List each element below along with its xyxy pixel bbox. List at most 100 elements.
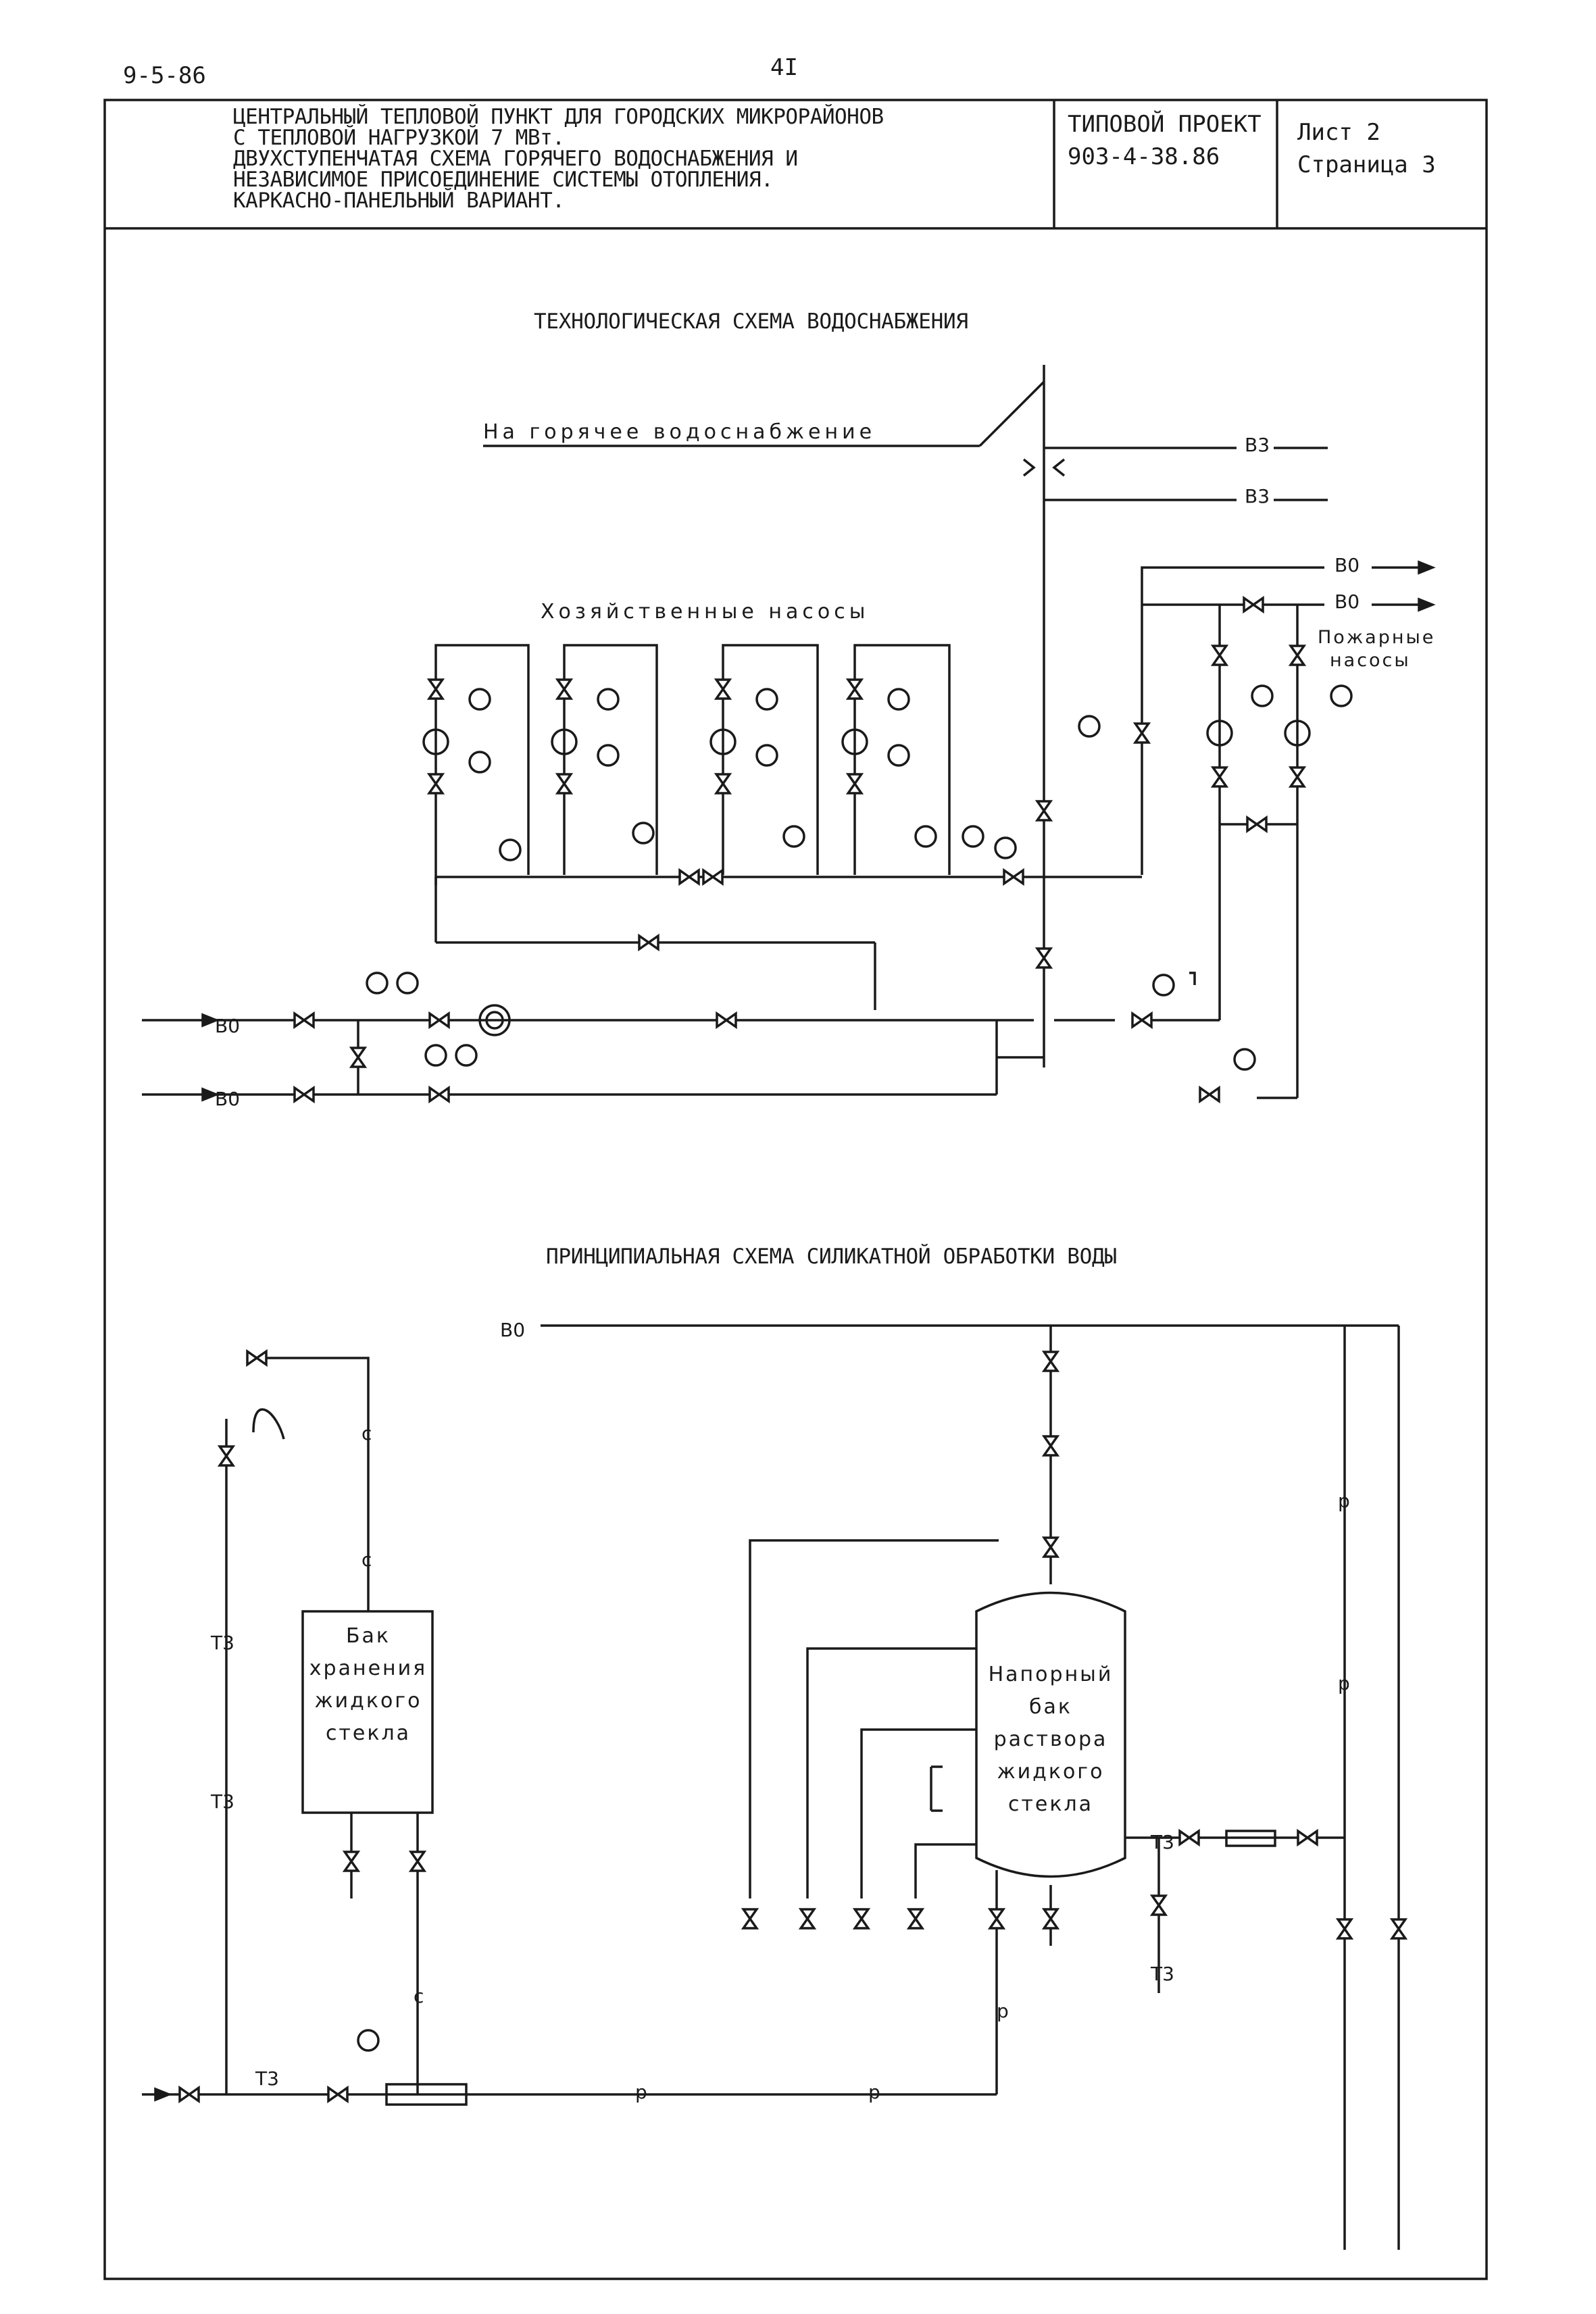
gauge-icon bbox=[424, 1044, 447, 1067]
flow-arrow bbox=[1418, 597, 1436, 612]
pump-group bbox=[422, 644, 951, 885]
valve-icon bbox=[702, 867, 724, 886]
pipe bbox=[860, 1728, 976, 1898]
gauge-icon bbox=[468, 751, 491, 774]
valve-icon bbox=[678, 867, 700, 886]
valve-icon bbox=[555, 773, 574, 795]
line-code-t3: Т3 bbox=[211, 1632, 234, 1654]
title-line: НЕЗАВИСИМОЕ ПРИСОЕДИНЕНИЕ СИСТЕМЫ ОТОПЛЕ… bbox=[233, 168, 774, 192]
valve-icon bbox=[1149, 1894, 1168, 1916]
valve-icon bbox=[1178, 1828, 1200, 1847]
valve-icon bbox=[178, 2085, 200, 2104]
project-cell: ТИПОВОЙ ПРОЕКТ 903-4-38.86 bbox=[1068, 108, 1262, 173]
gauge-icon bbox=[632, 822, 655, 845]
line-code-t3: Т3 bbox=[1151, 1831, 1174, 1853]
pump-icon bbox=[709, 728, 737, 755]
title-line: ДВУХСТУПЕНЧАТАЯ СХЕМА ГОРЯЧЕГО ВОДОСНАБЖ… bbox=[233, 147, 798, 171]
sampler bbox=[1189, 972, 1196, 985]
valve-icon bbox=[555, 678, 574, 700]
tank-text-line: жидкого bbox=[997, 1760, 1105, 1784]
hose-icon bbox=[252, 1408, 285, 1440]
valve-icon bbox=[1246, 815, 1268, 834]
tank-text-line: Напорный bbox=[988, 1663, 1114, 1686]
valve-icon bbox=[1210, 766, 1229, 788]
gauge-icon bbox=[782, 825, 805, 848]
tank-text-line: раствора bbox=[993, 1728, 1108, 1751]
fire-pumps-label: Пожарные bbox=[1318, 627, 1436, 648]
gauge-icon bbox=[455, 1044, 478, 1067]
valve-icon bbox=[1041, 1908, 1060, 1930]
valve-icon bbox=[428, 1011, 450, 1030]
gauge-icon bbox=[396, 972, 419, 995]
valve-icon bbox=[1199, 1085, 1220, 1104]
gauge-icon bbox=[755, 688, 778, 711]
pump-loop bbox=[722, 644, 819, 875]
line-code-t3: Т3 bbox=[211, 1790, 234, 1813]
valve-icon bbox=[1288, 645, 1307, 666]
gauge-icon bbox=[468, 688, 491, 711]
valve-icon bbox=[327, 2085, 349, 2104]
valve-icon bbox=[246, 1349, 268, 1367]
gauge-icon bbox=[887, 744, 910, 767]
line-code-t3: Т3 bbox=[255, 2067, 279, 2090]
tank-text-line: бак bbox=[1028, 1695, 1072, 1719]
valve-icon bbox=[741, 1908, 759, 1930]
pipe-c bbox=[267, 1357, 370, 1611]
valve-icon bbox=[426, 773, 445, 795]
b0-label: В0 bbox=[1335, 590, 1360, 613]
sheet-frame bbox=[103, 99, 1488, 2280]
valve-icon bbox=[845, 678, 864, 700]
project-label: ТИПОВОЙ ПРОЕКТ bbox=[1068, 111, 1262, 138]
valve-icon bbox=[716, 1011, 737, 1030]
b0-label: В0 bbox=[1335, 554, 1360, 576]
gauge-icon bbox=[366, 972, 389, 995]
valve-icon bbox=[714, 678, 732, 700]
pump-icon bbox=[841, 728, 868, 755]
meter-icon bbox=[478, 1004, 511, 1036]
pump-loop bbox=[563, 644, 658, 875]
flow-arrow bbox=[1418, 560, 1436, 575]
pump-icon bbox=[1206, 720, 1233, 747]
storage-tank bbox=[301, 1610, 434, 1814]
valve-icon bbox=[1210, 645, 1229, 666]
gauge-icon bbox=[357, 2029, 380, 2052]
b3-label: В3 bbox=[1245, 485, 1270, 507]
gauge-icon bbox=[755, 744, 778, 767]
gauge-icon bbox=[597, 744, 620, 767]
title-description: ЦЕНТРАЛЬНЫЙ ТЕПЛОВОЙ ПУНКТ ДЛЯ ГОРОДСКИХ… bbox=[233, 107, 884, 211]
valve-icon bbox=[293, 1085, 315, 1104]
tank-text-line: Бак bbox=[345, 1624, 391, 1648]
valve-icon bbox=[349, 1047, 368, 1068]
valve-icon bbox=[1297, 1828, 1318, 1847]
level-gauge bbox=[930, 1765, 943, 1812]
valve-icon bbox=[408, 1851, 427, 1872]
line-code-p: р bbox=[997, 2000, 1009, 2022]
b0-label: В0 bbox=[215, 1088, 241, 1110]
scheme1-title: ТЕХНОЛОГИЧЕСКАЯ СХЕМА ВОДОСНАБЖЕНИЯ bbox=[534, 309, 968, 334]
page-number: 4I bbox=[770, 54, 798, 81]
pipe bbox=[806, 1647, 976, 1898]
valve-icon bbox=[217, 1445, 236, 1467]
flow-arrow bbox=[154, 2087, 172, 2102]
leader-line bbox=[978, 380, 1045, 447]
line-code-p: р bbox=[868, 2081, 880, 2103]
b0-label: В0 bbox=[215, 1015, 241, 1037]
household-pumps-label: Хозяйственные насосы bbox=[541, 600, 870, 624]
valve-icon bbox=[293, 1011, 315, 1030]
valve-icon bbox=[1131, 1011, 1153, 1030]
valve-icon bbox=[342, 1851, 361, 1872]
valve-icon bbox=[1041, 1435, 1060, 1457]
pipe bbox=[749, 1539, 999, 1898]
valve-icon bbox=[845, 773, 864, 795]
valve-icon bbox=[852, 1908, 871, 1930]
pump-loop bbox=[434, 644, 530, 885]
valve-icon bbox=[1132, 722, 1151, 744]
gauge-icon bbox=[994, 836, 1017, 859]
filter-icon bbox=[1225, 1830, 1276, 1847]
line-code-p: р bbox=[635, 2081, 647, 2103]
valve-icon bbox=[1335, 1918, 1354, 1940]
flow-arrow bbox=[201, 1013, 220, 1028]
valve-icon bbox=[987, 1908, 1006, 1930]
flow-arrow bbox=[201, 1087, 220, 1102]
